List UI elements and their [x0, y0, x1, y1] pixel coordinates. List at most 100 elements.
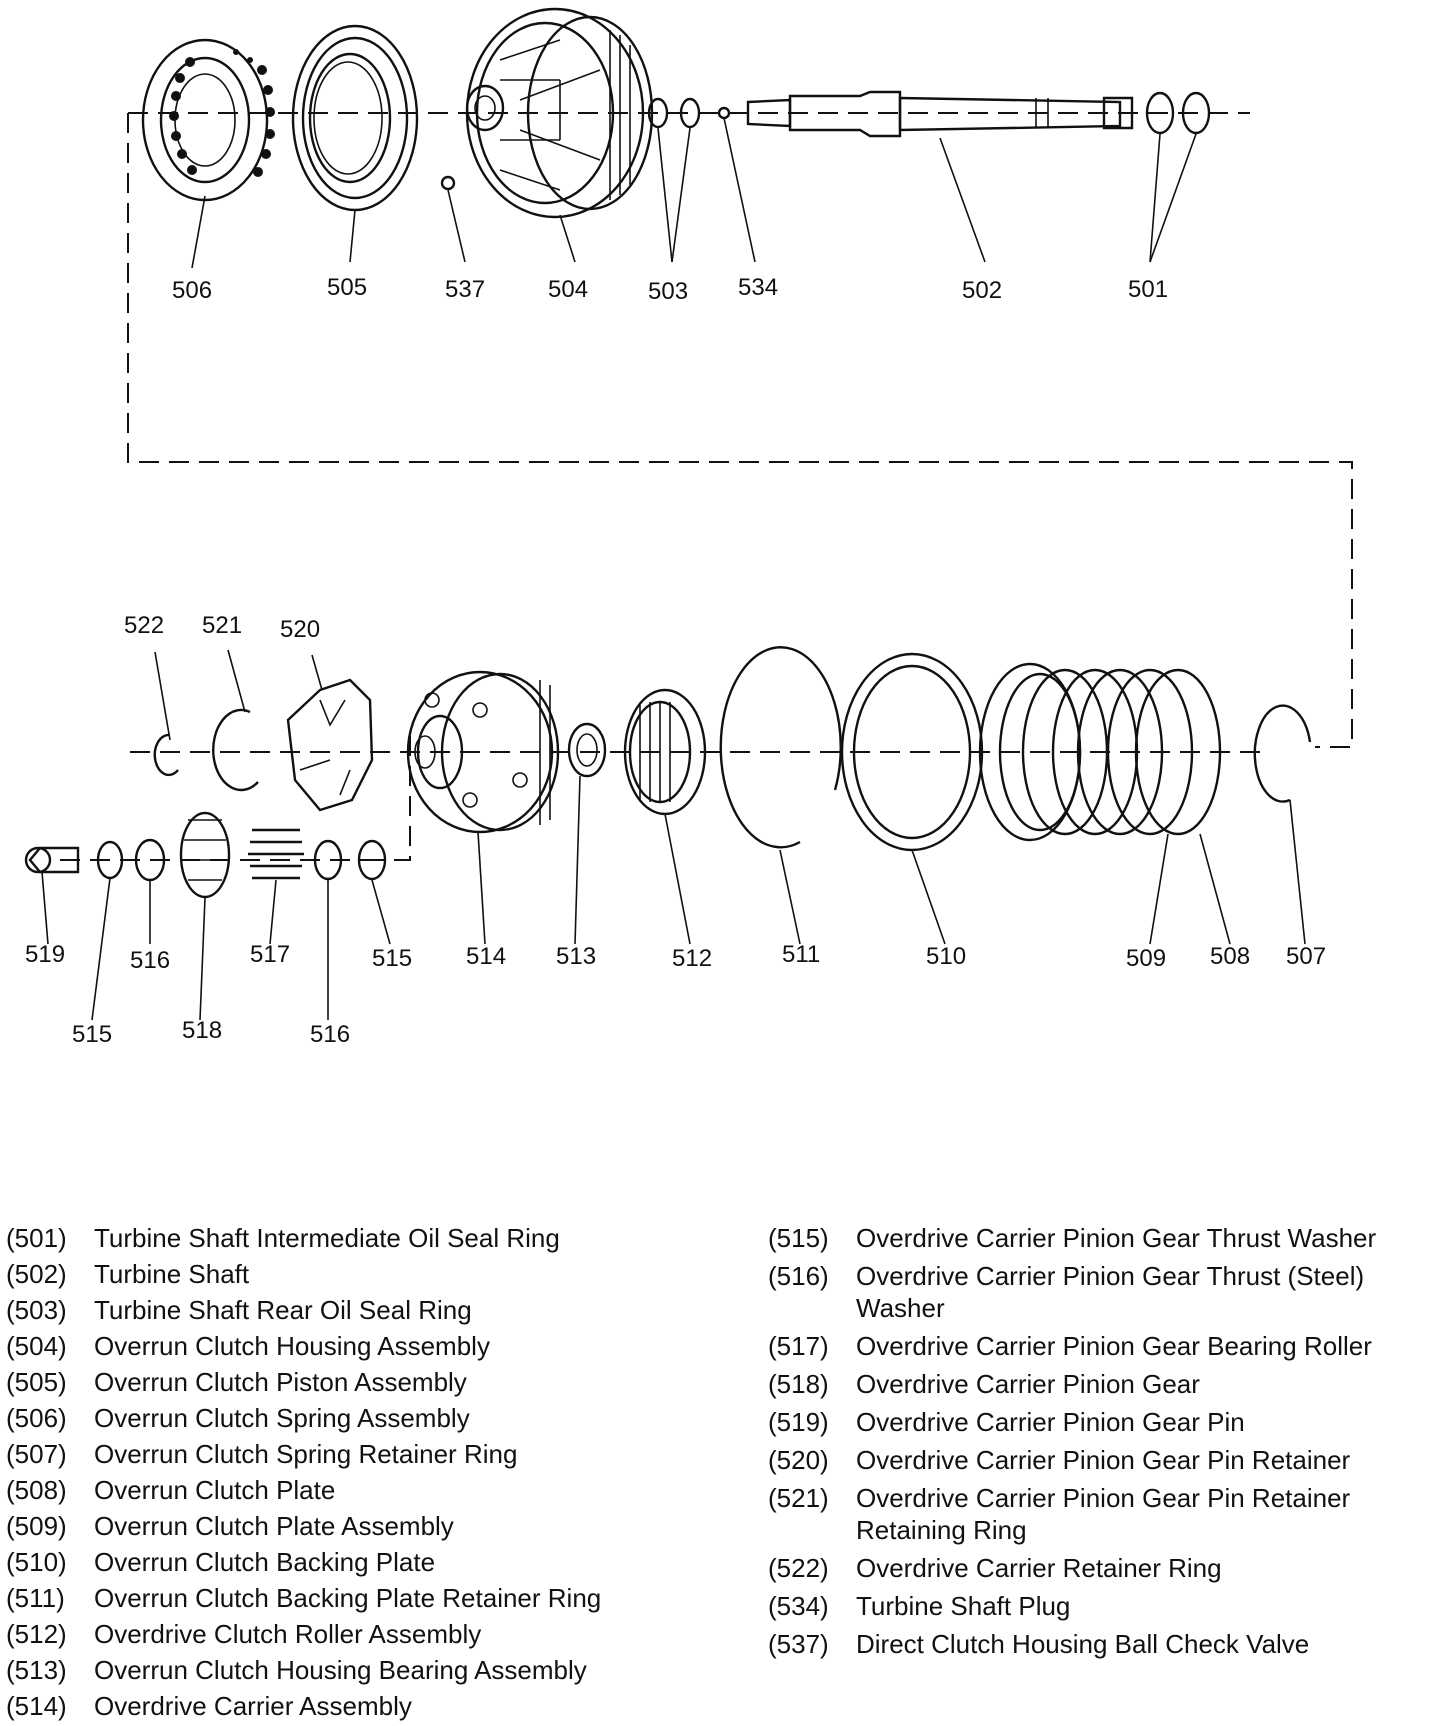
legend-part-description: Overrun Clutch Backing Plate Retainer Ri…: [94, 1583, 602, 1613]
part-503-seal-rings-icon: [647, 97, 701, 129]
part-519-pinion-gear-pin-icon: [24, 846, 80, 874]
legend-part-description: Overrun Clutch Backing Plate: [94, 1547, 436, 1577]
legend-part-number: (521): [768, 1483, 829, 1513]
part-504-overrun-clutch-housing-icon: [440, 7, 654, 219]
legend-entry: (506) Overrun Clutch Spring Assembly: [6, 1402, 746, 1434]
legend-entry: (521) Overdrive Carrier Pinion Gear Pin R…: [768, 1482, 1440, 1546]
callout-505: 505: [327, 274, 367, 301]
part-512-roller-assembly-icon: [623, 688, 707, 816]
callout-516-lower: 516: [310, 1021, 350, 1048]
part-516-steel-thrust-washer-right-icon: [313, 839, 343, 881]
part-513-bearing-assembly-icon: [567, 722, 607, 778]
legend-entry: (511) Overrun Clutch Backing Plate Retain…: [6, 1582, 746, 1614]
legend-entry: (509)Overrun Clutch Plate Assembly: [6, 1510, 746, 1542]
callout-517: 517: [250, 941, 290, 968]
legend-part-description: Overrun Clutch Piston Assembly: [94, 1367, 467, 1397]
callout-534: 534: [738, 274, 778, 301]
callout-515-upper: 515: [372, 945, 412, 972]
legend-part-description: Overdrive Carrier Pinion Gear Pin Retain…: [856, 1445, 1351, 1475]
legend-part-description: Overdrive Carrier Pinion Gear Pin Retain…: [856, 1483, 1351, 1545]
legend-entry: (502) Turbine Shaft: [6, 1258, 746, 1290]
legend-entry: (512) Overdrive Clutch Roller Assembly: [6, 1618, 746, 1650]
legend-part-description: Overdrive Carrier Pinion Gear Thrust (St…: [856, 1261, 1365, 1323]
legend-part-number: (510): [6, 1547, 67, 1577]
legend-part-number: (511): [6, 1583, 65, 1613]
callout-503: 503: [648, 278, 688, 305]
part-502-turbine-shaft-icon: [746, 90, 1134, 138]
legend-column-right: (515) Overdrive Carrier Pinion Gear Thrus…: [768, 1222, 1440, 1666]
legend-part-number: (502): [6, 1259, 67, 1289]
legend-part-description: Overrun Clutch Housing Assembly: [94, 1331, 490, 1361]
legend-part-number: (505): [6, 1367, 67, 1397]
legend-part-description: Overrun Clutch Spring Assembly: [94, 1403, 470, 1433]
legend-part-number: (503): [6, 1295, 67, 1325]
part-515-thrust-washer-right-icon: [357, 839, 387, 881]
legend-part-description: Turbine Shaft Rear Oil Seal Ring: [94, 1295, 472, 1325]
part-522-retainer-ring-icon: [153, 733, 179, 777]
part-520-pin-retainer-icon: [286, 678, 374, 812]
legend-column-left: (501)Turbine Shaft Intermediate Oil Seal…: [6, 1222, 746, 1726]
callout-518: 518: [182, 1017, 222, 1044]
legend-entry: (505) Overrun Clutch Piston Assembly: [6, 1366, 746, 1398]
callout-506: 506: [172, 277, 212, 304]
legend-entry: (518)Overdrive Carrier Pinion Gear: [768, 1368, 1440, 1400]
legend-part-number: (512): [6, 1619, 67, 1649]
part-518-pinion-gear-icon: [179, 811, 231, 899]
legend-part-number: (522): [768, 1553, 829, 1583]
legend-part-description: Direct Clutch Housing Ball Check Valve: [856, 1629, 1310, 1659]
legend-part-description: Overrun Clutch Plate Assembly: [94, 1511, 454, 1541]
callout-520: 520: [280, 616, 320, 643]
legend-entry: (522) Overdrive Carrier Retainer Ring: [768, 1552, 1440, 1584]
callout-511: 511: [782, 941, 820, 968]
legend-part-number: (516): [768, 1261, 829, 1291]
legend-entry: (519)Overdrive Carrier Pinion Gear Pin: [768, 1406, 1440, 1438]
legend-entry: (504) Overrun Clutch Housing Assembly: [6, 1330, 746, 1362]
callout-508: 508: [1210, 943, 1250, 970]
legend-part-description: Turbine Shaft: [94, 1259, 250, 1289]
legend-part-number: (517): [768, 1331, 829, 1361]
legend-part-description: Overdrive Clutch Roller Assembly: [94, 1619, 482, 1649]
legend-part-number: (513): [6, 1655, 67, 1685]
legend-part-number: (537): [768, 1629, 829, 1659]
legend-entry: (507) Overrun Clutch Spring Retainer Ring: [6, 1438, 746, 1470]
legend-part-description: Overdrive Carrier Retainer Ring: [856, 1553, 1222, 1583]
legend-part-description: Turbine Shaft Intermediate Oil Seal Ring: [94, 1223, 560, 1253]
part-501-oil-seal-rings-icon: [1145, 91, 1211, 135]
part-511-backing-plate-retainer-ring-icon: [719, 646, 842, 849]
part-517-bearing-roller-icon: [248, 828, 304, 880]
legend-entry: (510) Overrun Clutch Backing Plate: [6, 1546, 746, 1578]
legend-part-description: Overrun Clutch Spring Retainer Ring: [94, 1439, 518, 1469]
callout-513: 513: [556, 943, 596, 970]
part-521-retaining-ring-icon: [212, 708, 259, 792]
callout-512: 512: [672, 945, 712, 972]
callout-522: 522: [124, 612, 164, 639]
callout-labels: 506 505 537 504 503 534 502 501 522 521 …: [25, 274, 1326, 1048]
legend-entry: (534)Turbine Shaft Plug: [768, 1590, 1440, 1622]
legend-part-number: (515): [768, 1223, 829, 1253]
callout-519: 519: [25, 941, 65, 968]
legend-part-number: (504): [6, 1331, 67, 1361]
callout-507: 507: [1286, 943, 1326, 970]
legend-entry: (517) Overdrive Carrier Pinion Gear Beari…: [768, 1330, 1440, 1362]
legend-part-description: Overrun Clutch Housing Bearing Assembly: [94, 1655, 587, 1685]
legend-part-description: Overdrive Carrier Pinion Gear Bearing Ro…: [856, 1331, 1372, 1361]
legend-entry: (503) Turbine Shaft Rear Oil Seal Ring: [6, 1294, 746, 1326]
legend-part-number: (514): [6, 1691, 67, 1721]
legend-part-description: Overdrive Carrier Pinion Gear Thrust Was…: [856, 1223, 1377, 1253]
legend-part-description: Overdrive Carrier Assembly: [94, 1691, 412, 1721]
callout-502: 502: [962, 277, 1002, 304]
legend-part-number: (507): [6, 1439, 67, 1469]
legend-entry: (515) Overdrive Carrier Pinion Gear Thrus…: [768, 1222, 1440, 1254]
part-505-piston-assembly-icon: [291, 24, 419, 212]
legend-entry: (520)Overdrive Carrier Pinion Gear Pin R…: [768, 1444, 1440, 1476]
legend-entry: (516) Overdrive Carrier Pinion Gear Thrus…: [768, 1260, 1440, 1324]
callout-510: 510: [926, 943, 966, 970]
part-507-spring-retainer-ring-icon: [1253, 704, 1312, 803]
legend-part-number: (506): [6, 1403, 67, 1433]
legend-entry: (514) Overdrive Carrier Assembly: [6, 1690, 746, 1722]
legend-part-number: (519): [768, 1407, 829, 1437]
callout-516-upper: 516: [130, 947, 170, 974]
legend-entry: (508)Overrun Clutch Plate: [6, 1474, 746, 1506]
legend-part-number: (518): [768, 1369, 829, 1399]
callout-537: 537: [445, 276, 485, 303]
